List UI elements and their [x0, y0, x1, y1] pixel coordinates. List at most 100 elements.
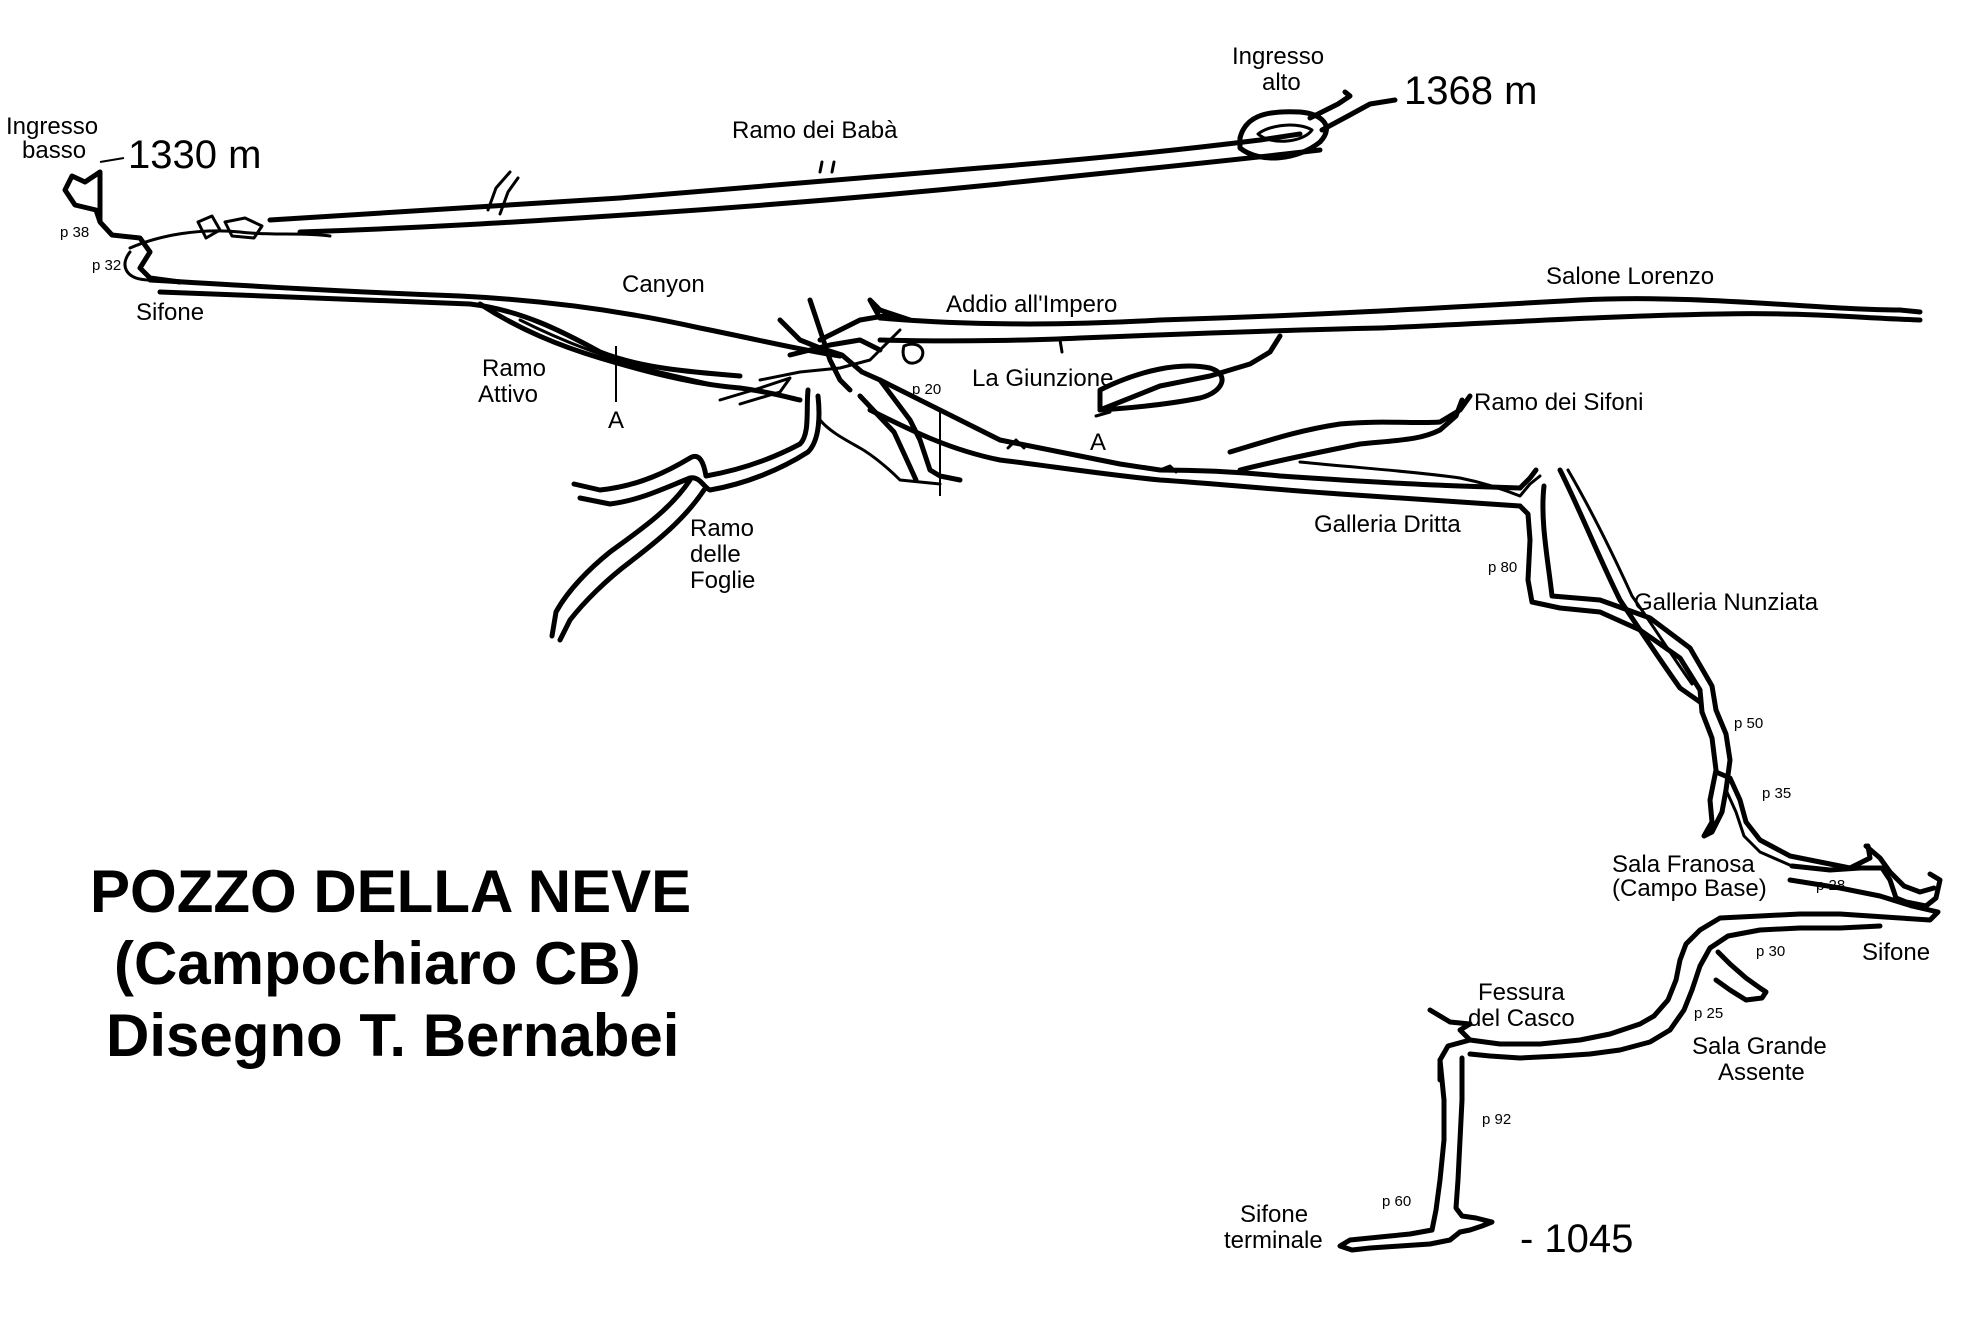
label-fessura-casco-line2: del Casco [1468, 1005, 1575, 1032]
passage-p92-shaft [1429, 1057, 1447, 1233]
passage-junction-crossing-2 [787, 337, 883, 358]
cross-section-lines [615, 346, 941, 496]
passage-p35-branch-inner [1724, 788, 1794, 868]
passage-sala-grande-floor-inner [1467, 1027, 1673, 1061]
passage-dritta-bump [1006, 438, 1178, 474]
passage-p35-branch [1713, 769, 1873, 871]
title-line-3: Disegno T. Bernabei [106, 1002, 679, 1069]
title-line-1: POZZO DELLA NEVE [90, 858, 691, 925]
passage-p50-p35 [1699, 707, 1733, 839]
label-salone-lorenzo: Salone Lorenzo [1546, 263, 1714, 290]
elevation-lower-leader [99, 157, 125, 163]
passage-junction-crossing-5 [777, 317, 883, 383]
label-addio-impero: Addio all'Impero [946, 291, 1117, 318]
label-ingresso-basso-line1: Ingresso [6, 113, 98, 140]
elevation-upper-entrance: 1368 m [1404, 69, 1537, 113]
chamber-entrance-2 [196, 214, 222, 240]
label-ramo-attivo: Ramo Attivo [478, 355, 553, 408]
title-line-2: (Campochiaro CB) [114, 930, 641, 997]
passage-salone-lorenzo-upper [877, 296, 1923, 327]
label-ramo-attivo-line2: Attivo [478, 381, 538, 408]
passage-sifone-lower-loop [1787, 877, 1941, 923]
passage-p28-p30-inner [1667, 923, 1883, 1033]
passage-p20-shaft [857, 377, 963, 483]
passage-galleria-dritta-lower [867, 407, 1523, 509]
passage-lower-entrance [62, 169, 183, 285]
passage-junction-crossing-4 [718, 376, 792, 406]
passage-sala-franosa-inner [1863, 843, 1937, 895]
pitch-label-p50: p 50 [1734, 715, 1763, 732]
passage-ramo-attivo-inner [518, 318, 722, 388]
label-fessura-casco: Fessura del Casco [1468, 979, 1575, 1032]
pitch-label-p30: p 30 [1756, 943, 1785, 960]
passage-p60-bottom [1337, 1227, 1463, 1253]
passage-la-giunzione-branch [1097, 333, 1283, 413]
passage-sifone-canyon-upper [147, 277, 843, 359]
passage-galleria-nunziata-right [1566, 468, 1694, 686]
passage-p80-shaft-inner [1540, 483, 1719, 713]
passage-ramo-dei-baba-lower-wall [297, 147, 1323, 235]
label-ramo-attivo-line1: Ramo [482, 355, 546, 382]
passage-p80-shaft [1517, 467, 1705, 715]
label-ingresso-alto: Ingresso alto [1232, 43, 1331, 96]
pitch-label-p80: p 80 [1488, 559, 1517, 576]
chamber-entrance-1 [223, 216, 264, 240]
pitch-label-p92: p 92 [1482, 1111, 1511, 1128]
passage-la-giunzione-loop [1097, 363, 1225, 413]
passage-galleria-nunziata-left [1557, 467, 1703, 705]
passage-baba-stub-2 [818, 160, 836, 174]
passage-ramo-foglie-descent-2 [557, 487, 707, 643]
label-sala-franosa: Sala Franosa (Campo Base) [1612, 851, 1767, 902]
passage-junction-crossing-1 [807, 297, 853, 393]
title-block: POZZO DELLA NEVE (Campochiaro CB) Disegn… [90, 858, 691, 1069]
passage-upper-entrance-shaft [1307, 89, 1398, 133]
passage-sala-grande-floor [1457, 1013, 1657, 1047]
elevation-lower-entrance: 1330 m [128, 133, 261, 177]
label-la-giunzione: La Giunzione [972, 365, 1113, 392]
label-sifone-lower: Sifone [1862, 939, 1930, 966]
passage-addio-stub [1058, 338, 1064, 354]
label-sala-grande: Sala Grande Assente [1692, 1033, 1833, 1086]
passage-addio-knob [901, 342, 925, 365]
label-fessura-casco-line1: Fessura [1478, 979, 1565, 1006]
passage-ramo-sifoni-link [1298, 460, 1542, 498]
passage-sala-franosa [1789, 863, 1943, 909]
label-galleria-dritta: Galleria Dritta [1314, 511, 1461, 538]
passage-ramo-foglie-lower [577, 393, 822, 507]
pitch-label-p38: p 38 [60, 224, 89, 241]
passage-ramo-sifoni-lower [1237, 397, 1465, 473]
passage-p20-loop [818, 418, 942, 486]
label-galleria-nunziata: Galleria Nunziata [1634, 589, 1819, 616]
label-ingresso-alto-line1: Ingresso [1232, 43, 1324, 70]
passage-ramo-attivo [477, 301, 803, 403]
label-ramo-sifoni: Ramo dei Sifoni [1474, 389, 1643, 416]
label-sifone-terminale: Sifone terminale [1224, 1201, 1323, 1254]
label-sala-franosa-line1: Sala Franosa [1612, 851, 1755, 878]
passage-lower-entrance-loop [123, 229, 332, 282]
section-mark-a-left: A [608, 407, 624, 434]
passage-ramo-dei-baba-upper-wall [267, 131, 1303, 223]
label-sifone-terminale-line1: Sifone [1240, 1201, 1308, 1228]
label-sala-grande-line1: Sala Grande [1692, 1033, 1827, 1060]
passage-ramo-sifoni-upper [1227, 393, 1473, 455]
label-sala-franosa-line2: (Campo Base) [1612, 875, 1767, 902]
pitch-labels: p 38 p 32 p 20 p 80 p 50 p 35 p 28 p 30 … [60, 224, 1845, 1210]
label-sala-grande-line2: Assente [1718, 1059, 1805, 1086]
passage-salone-lorenzo-lower [877, 311, 1923, 344]
pitch-label-p28: p 28 [1816, 877, 1845, 894]
section-mark-a-right: A [1090, 429, 1106, 456]
pitch-label-p35: p 35 [1762, 785, 1791, 802]
passage-la-giunzione-tail [1094, 408, 1112, 418]
pitch-label-p20: p 20 [912, 381, 941, 398]
passage-p92-shaft-inner [1453, 1055, 1495, 1235]
label-ingresso-basso-line2: basso [22, 137, 86, 164]
passage-p30-branch [1713, 949, 1769, 1003]
place-labels: Ingresso basso 1330 m Ingresso alto 1368… [6, 43, 1930, 1261]
label-ramo-foglie-line3: Foglie [690, 567, 755, 594]
label-sifone-upper: Sifone [136, 299, 204, 326]
elevation-bottom-depth: - 1045 [1520, 1217, 1633, 1261]
pitch-label-p25: p 25 [1694, 1005, 1723, 1022]
label-ramo-foglie-line1: Ramo [690, 515, 754, 542]
pitch-label-p60: p 60 [1382, 1193, 1411, 1210]
pitch-label-p32: p 32 [92, 257, 121, 274]
